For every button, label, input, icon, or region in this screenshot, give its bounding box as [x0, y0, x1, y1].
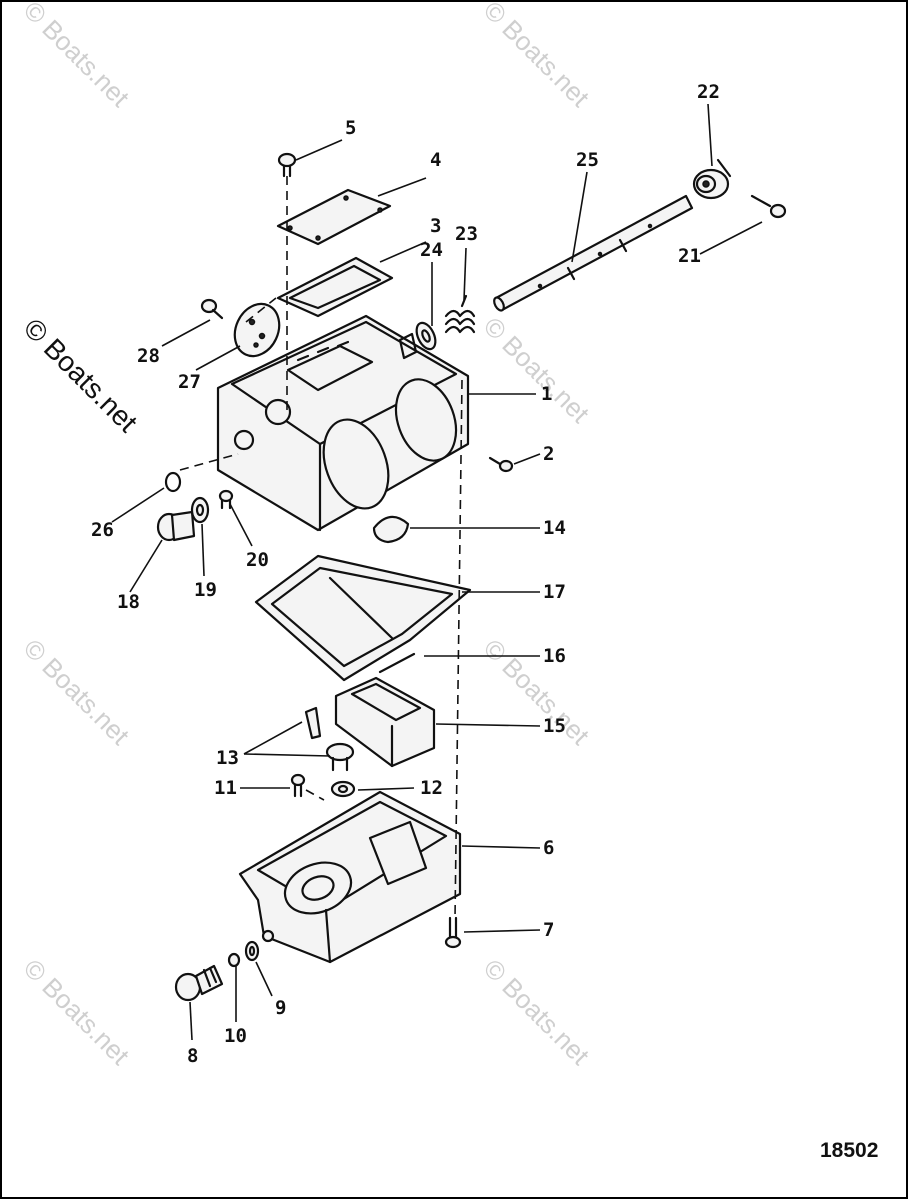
- screw-part-7: [444, 916, 462, 949]
- float-bowl-part-6: [238, 790, 462, 964]
- washer-part-26: [164, 471, 182, 493]
- callout-5: 5: [345, 117, 356, 139]
- callout-27: 27: [178, 371, 201, 393]
- washer-part-24: [415, 321, 437, 351]
- throttle-body-part-1: [216, 314, 470, 532]
- callout-labels: 1 2 3 4 5 6 7 8 9 10 11 12 13 14 15 16 1…: [91, 81, 720, 1067]
- gasket-part-17: [254, 554, 472, 682]
- fitting-part-10: [227, 952, 241, 968]
- needle-seat-part-13: [304, 706, 355, 772]
- throttle-shaft-part-25: [493, 194, 694, 312]
- callout-22: 22: [697, 81, 720, 103]
- plug-part-8: [174, 964, 224, 1002]
- spring-part-23: [444, 294, 476, 334]
- callout-2: 2: [543, 443, 554, 465]
- callout-9: 9: [275, 997, 286, 1019]
- leader-lines: [111, 103, 763, 1041]
- callout-17: 17: [543, 581, 566, 603]
- callout-3: 3: [430, 215, 441, 237]
- cam-part-14: [372, 515, 410, 544]
- callout-7: 7: [543, 919, 554, 941]
- watermark-lower-left: © Boats.net: [18, 633, 136, 751]
- callout-15: 15: [543, 715, 566, 737]
- throttle-lever-part-22: [692, 158, 732, 200]
- callout-20: 20: [246, 549, 269, 571]
- callout-24: 24: [420, 239, 443, 261]
- callout-25: 25: [576, 149, 599, 171]
- part-illustrations: [156, 152, 787, 1002]
- screw-part-28: [200, 298, 224, 320]
- callout-11: 11: [214, 777, 237, 799]
- venturi-cluster-part-15: [334, 676, 436, 768]
- pin-part-16: [378, 652, 416, 674]
- gasket-part-3: [276, 256, 394, 318]
- callout-16: 16: [543, 645, 566, 667]
- fitting-part-20: [218, 489, 234, 510]
- callout-1: 1: [541, 383, 552, 405]
- figure-number: 18502: [820, 1139, 878, 1162]
- watermark-top-center: © Boats.net: [478, 0, 596, 113]
- round-plate-part-27: [233, 302, 281, 358]
- washer-part-12: [330, 780, 356, 798]
- alignment-lines: [179, 176, 463, 919]
- callout-10: 10: [224, 1025, 247, 1047]
- watermark-bottom-center: © Boats.net: [478, 953, 596, 1071]
- washer-part-9: [244, 940, 260, 962]
- watermark-bottom-left: © Boats.net: [18, 953, 136, 1071]
- callout-21: 21: [678, 245, 701, 267]
- callout-6: 6: [543, 837, 554, 859]
- watermark-mid-center: © Boats.net: [478, 311, 596, 429]
- plug-part-18: [156, 510, 196, 542]
- callout-12: 12: [420, 777, 443, 799]
- cover-plate-part-4: [276, 188, 392, 246]
- callout-13: 13: [216, 747, 239, 769]
- callout-28: 28: [137, 345, 160, 367]
- callout-14: 14: [543, 517, 566, 539]
- callout-19: 19: [194, 579, 217, 601]
- screw-part-11: [290, 773, 306, 798]
- callout-4: 4: [430, 149, 441, 171]
- screw-part-21: [750, 194, 787, 219]
- callout-18: 18: [117, 591, 140, 613]
- callout-8: 8: [187, 1045, 198, 1067]
- callout-26: 26: [91, 519, 114, 541]
- watermark-side-dark: © Boats.net: [18, 312, 144, 438]
- watermark-top-left: © Boats.net: [18, 0, 136, 113]
- screw-part-5: [277, 152, 297, 178]
- washer-part-19: [190, 496, 210, 524]
- screw-part-2: [488, 456, 514, 473]
- watermark-lower-center: © Boats.net: [478, 633, 596, 751]
- callout-23: 23: [455, 223, 478, 245]
